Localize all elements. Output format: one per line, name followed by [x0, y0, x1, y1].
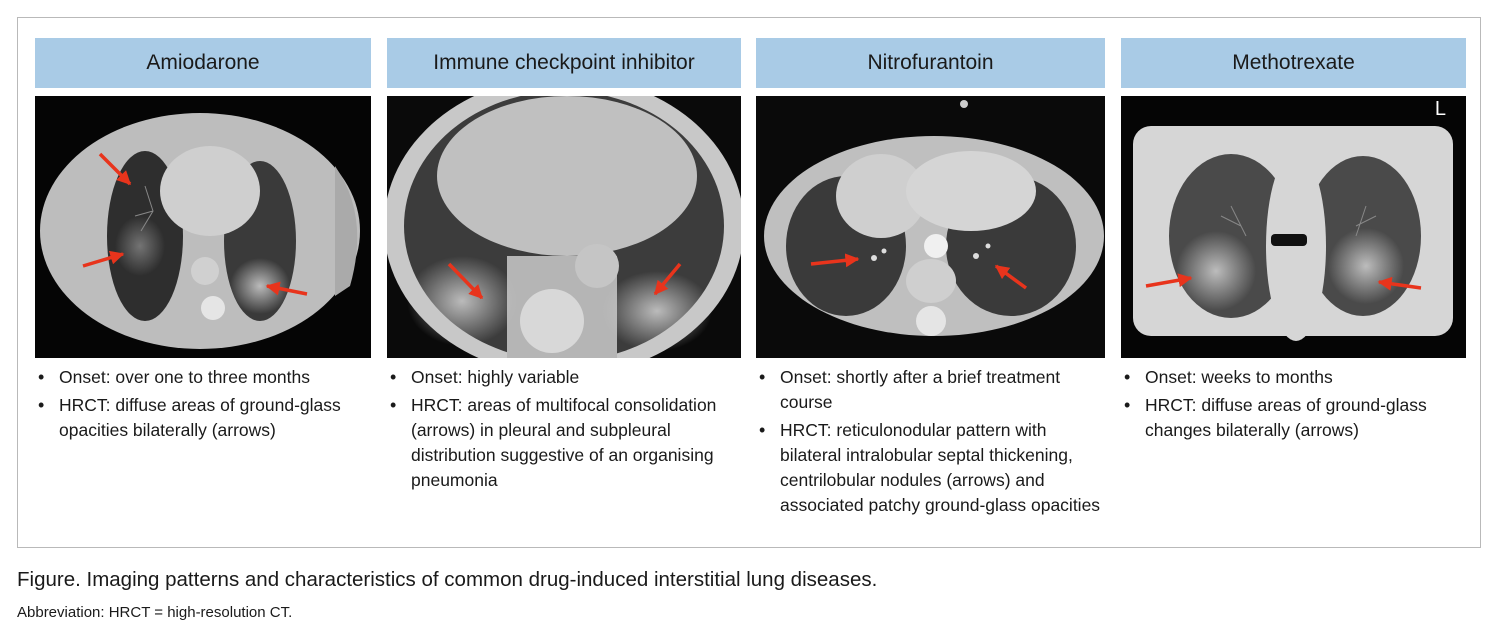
panel-methotrexate: Methotrexate: [1121, 38, 1466, 88]
bullet-onset: Onset: weeks to months: [1121, 365, 1466, 390]
bullet-hrct: HRCT: diffuse areas of ground-glass chan…: [1121, 393, 1466, 443]
panel-header: Immune checkpoint inhibitor: [387, 38, 741, 88]
figure-caption: Figure. Imaging patterns and characteris…: [17, 568, 878, 591]
bullet-list-methotrexate: Onset: weeks to months HRCT: diffuse are…: [1121, 365, 1466, 446]
panel-header: Amiodarone: [35, 38, 371, 88]
panel-amiodarone: Amiodarone: [35, 38, 371, 88]
panel-immune-checkpoint-inhibitor: Immune checkpoint inhibitor: [387, 38, 741, 88]
bullet-onset: Onset: shortly after a brief treatment c…: [756, 365, 1105, 415]
ct-image-nitrofurantoin: [756, 96, 1105, 358]
bullet-hrct: HRCT: diffuse areas of ground-glass opac…: [35, 393, 371, 443]
panel-header: Nitrofurantoin: [756, 38, 1105, 88]
panel-header: Methotrexate: [1121, 38, 1466, 88]
bullet-onset: Onset: highly variable: [387, 365, 741, 390]
figure-panel: Amiodarone Onset: over one to three mont…: [17, 17, 1481, 548]
bullet-list-amiodarone: Onset: over one to three months HRCT: di…: [35, 365, 371, 446]
bullet-hrct: HRCT: reticulonodular pattern with bilat…: [756, 418, 1105, 518]
bullet-onset: Onset: over one to three months: [35, 365, 371, 390]
bullet-list-nitrofurantoin: Onset: shortly after a brief treatment c…: [756, 365, 1105, 521]
image-marker-label: L: [1434, 98, 1446, 120]
ct-image-immune-checkpoint-inhibitor: [387, 96, 741, 358]
bullet-list-immune-checkpoint-inhibitor: Onset: highly variable HRCT: areas of mu…: [387, 365, 741, 496]
panel-nitrofurantoin: Nitrofurantoin: [756, 38, 1105, 88]
ct-image-amiodarone: [35, 96, 371, 358]
ct-image-methotrexate: L: [1121, 96, 1466, 358]
bullet-hrct: HRCT: areas of multifocal consolidation …: [387, 393, 741, 493]
abbreviation-note: Abbreviation: HRCT = high-resolution CT.: [17, 604, 293, 621]
